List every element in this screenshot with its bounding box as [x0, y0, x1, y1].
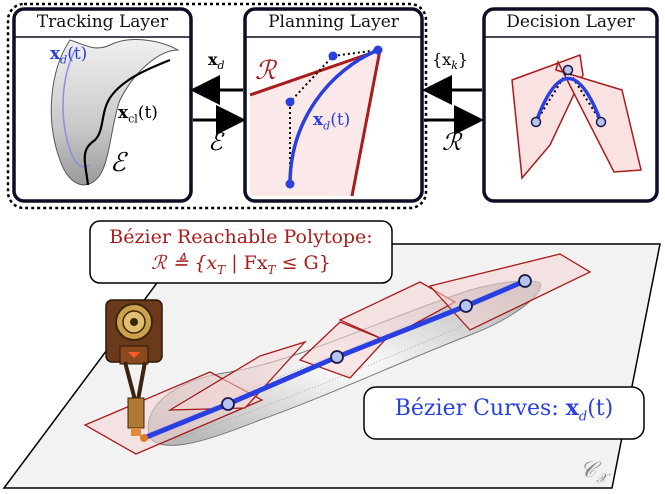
planning-control-polygon [289, 49, 379, 184]
arrow-label-r: ℛ [442, 128, 462, 156]
decision-polytope-left [511, 53, 584, 180]
decision-node [562, 64, 574, 76]
curves-callout-box [363, 386, 645, 440]
decision-node [530, 116, 542, 128]
planning-node [285, 179, 295, 189]
tracking-desired-label: xd(t) [50, 44, 88, 67]
decision-panel [482, 7, 659, 203]
arrow-label-xd: xd [208, 50, 225, 73]
tube-texture [174, 317, 481, 441]
planning-desired-label: xd(t) [313, 110, 351, 133]
tube-texture [159, 299, 471, 431]
polytope-callout-title: Bézier Reachable Polytope: [109, 226, 373, 248]
tracking-closed-loop-curve [83, 58, 171, 186]
planning-polytope-edge-left [249, 48, 381, 97]
tracking-panel [12, 7, 193, 203]
trajectory-node [221, 397, 235, 411]
planning-polytope-fill [250, 50, 380, 196]
trajectory-node [330, 350, 344, 364]
planning-node [373, 45, 383, 55]
trajectory-start [140, 434, 148, 442]
planning-set-label: ℛ [255, 56, 276, 86]
layers-dashed-frame [6, 2, 428, 210]
curves-callout-text: Bézier Curves: xd(t) [394, 395, 614, 425]
planning-panel-title: Planning Layer [268, 12, 399, 32]
plane-label: 𝒞𝒳 [580, 458, 608, 487]
tracking-tube [50, 39, 180, 186]
tracking-closed-loop-label: xcl(t) [118, 103, 158, 126]
arrow-label-xk: {xk} [432, 50, 469, 73]
decision-panel-title: Decision Layer [506, 12, 635, 32]
planning-node [285, 97, 295, 107]
tracking-desired-curve [62, 49, 91, 168]
decision-node [595, 116, 607, 128]
arrow-label-e: ℰ [208, 128, 223, 156]
robot-illustration [105, 299, 163, 436]
polytope-callout-formula: ℛ ≜ {xT | FxT ≤ G} [151, 252, 331, 277]
trajectory-node [459, 299, 473, 313]
tracking-panel-title: Tracking Layer [36, 12, 169, 32]
planning-panel [243, 7, 424, 203]
planning-polytope-edge-right [350, 49, 382, 197]
trajectory-node [518, 274, 532, 288]
polytope-callout-box [89, 220, 393, 284]
planning-node [328, 51, 338, 61]
decision-bezier-curve [534, 77, 603, 123]
tracking-set-label: ℰ [110, 148, 126, 178]
planning-bezier-curve [288, 48, 379, 185]
